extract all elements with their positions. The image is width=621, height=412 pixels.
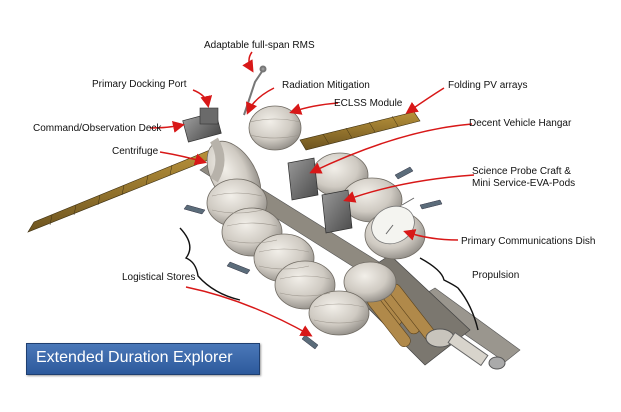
label-probe-line1: Science Probe Craft &: [472, 166, 571, 177]
arrow-hangar: [309, 123, 473, 174]
title-banner: Extended Duration Explorer: [26, 343, 260, 375]
label-probe-line2: Mini Service-EVA-Pods: [472, 178, 576, 189]
radiator-fins: [183, 166, 443, 350]
pv-array-right: [299, 111, 421, 151]
label-centrifuge: Centrifuge: [112, 146, 159, 157]
label-hangar: Decent Vehicle Hangar: [469, 118, 572, 129]
tank-bands: [211, 118, 365, 324]
arrow-pv: [405, 87, 445, 114]
label-pv-arrays: Folding PV arrays: [448, 80, 528, 91]
logistics-brace: [179, 227, 241, 301]
label-rms: Adaptable full-span RMS: [204, 40, 315, 51]
arrow-docking: [192, 89, 213, 108]
arrow-logistics: [185, 286, 313, 337]
callout-arrows: [149, 51, 475, 337]
arrow-radiation: [246, 87, 275, 115]
banner-title: Extended Duration Explorer: [36, 349, 233, 366]
label-logistics: Logistical Stores: [122, 272, 196, 283]
label-comms-dish: Primary Communications Dish: [461, 236, 596, 247]
propulsion-brace: [419, 257, 479, 331]
arrow-probe: [343, 174, 475, 203]
arrow-rms: [242, 51, 254, 73]
label-eclss-module: ECLSS Module: [334, 98, 403, 109]
arrow-centrifuge: [159, 151, 207, 166]
arrow-comms: [403, 229, 459, 241]
label-radiation-mitigation: Radiation Mitigation: [282, 80, 370, 91]
label-command-deck: Command/Observation Deck: [33, 123, 162, 134]
arrow-command: [149, 121, 185, 133]
command-deck: [182, 107, 225, 183]
pv-array-left: [27, 149, 211, 233]
label-propulsion: Propulsion: [472, 270, 520, 281]
rms-arm: [243, 65, 267, 116]
label-docking-port: Primary Docking Port: [92, 79, 187, 90]
arrow-eclss: [289, 102, 339, 115]
